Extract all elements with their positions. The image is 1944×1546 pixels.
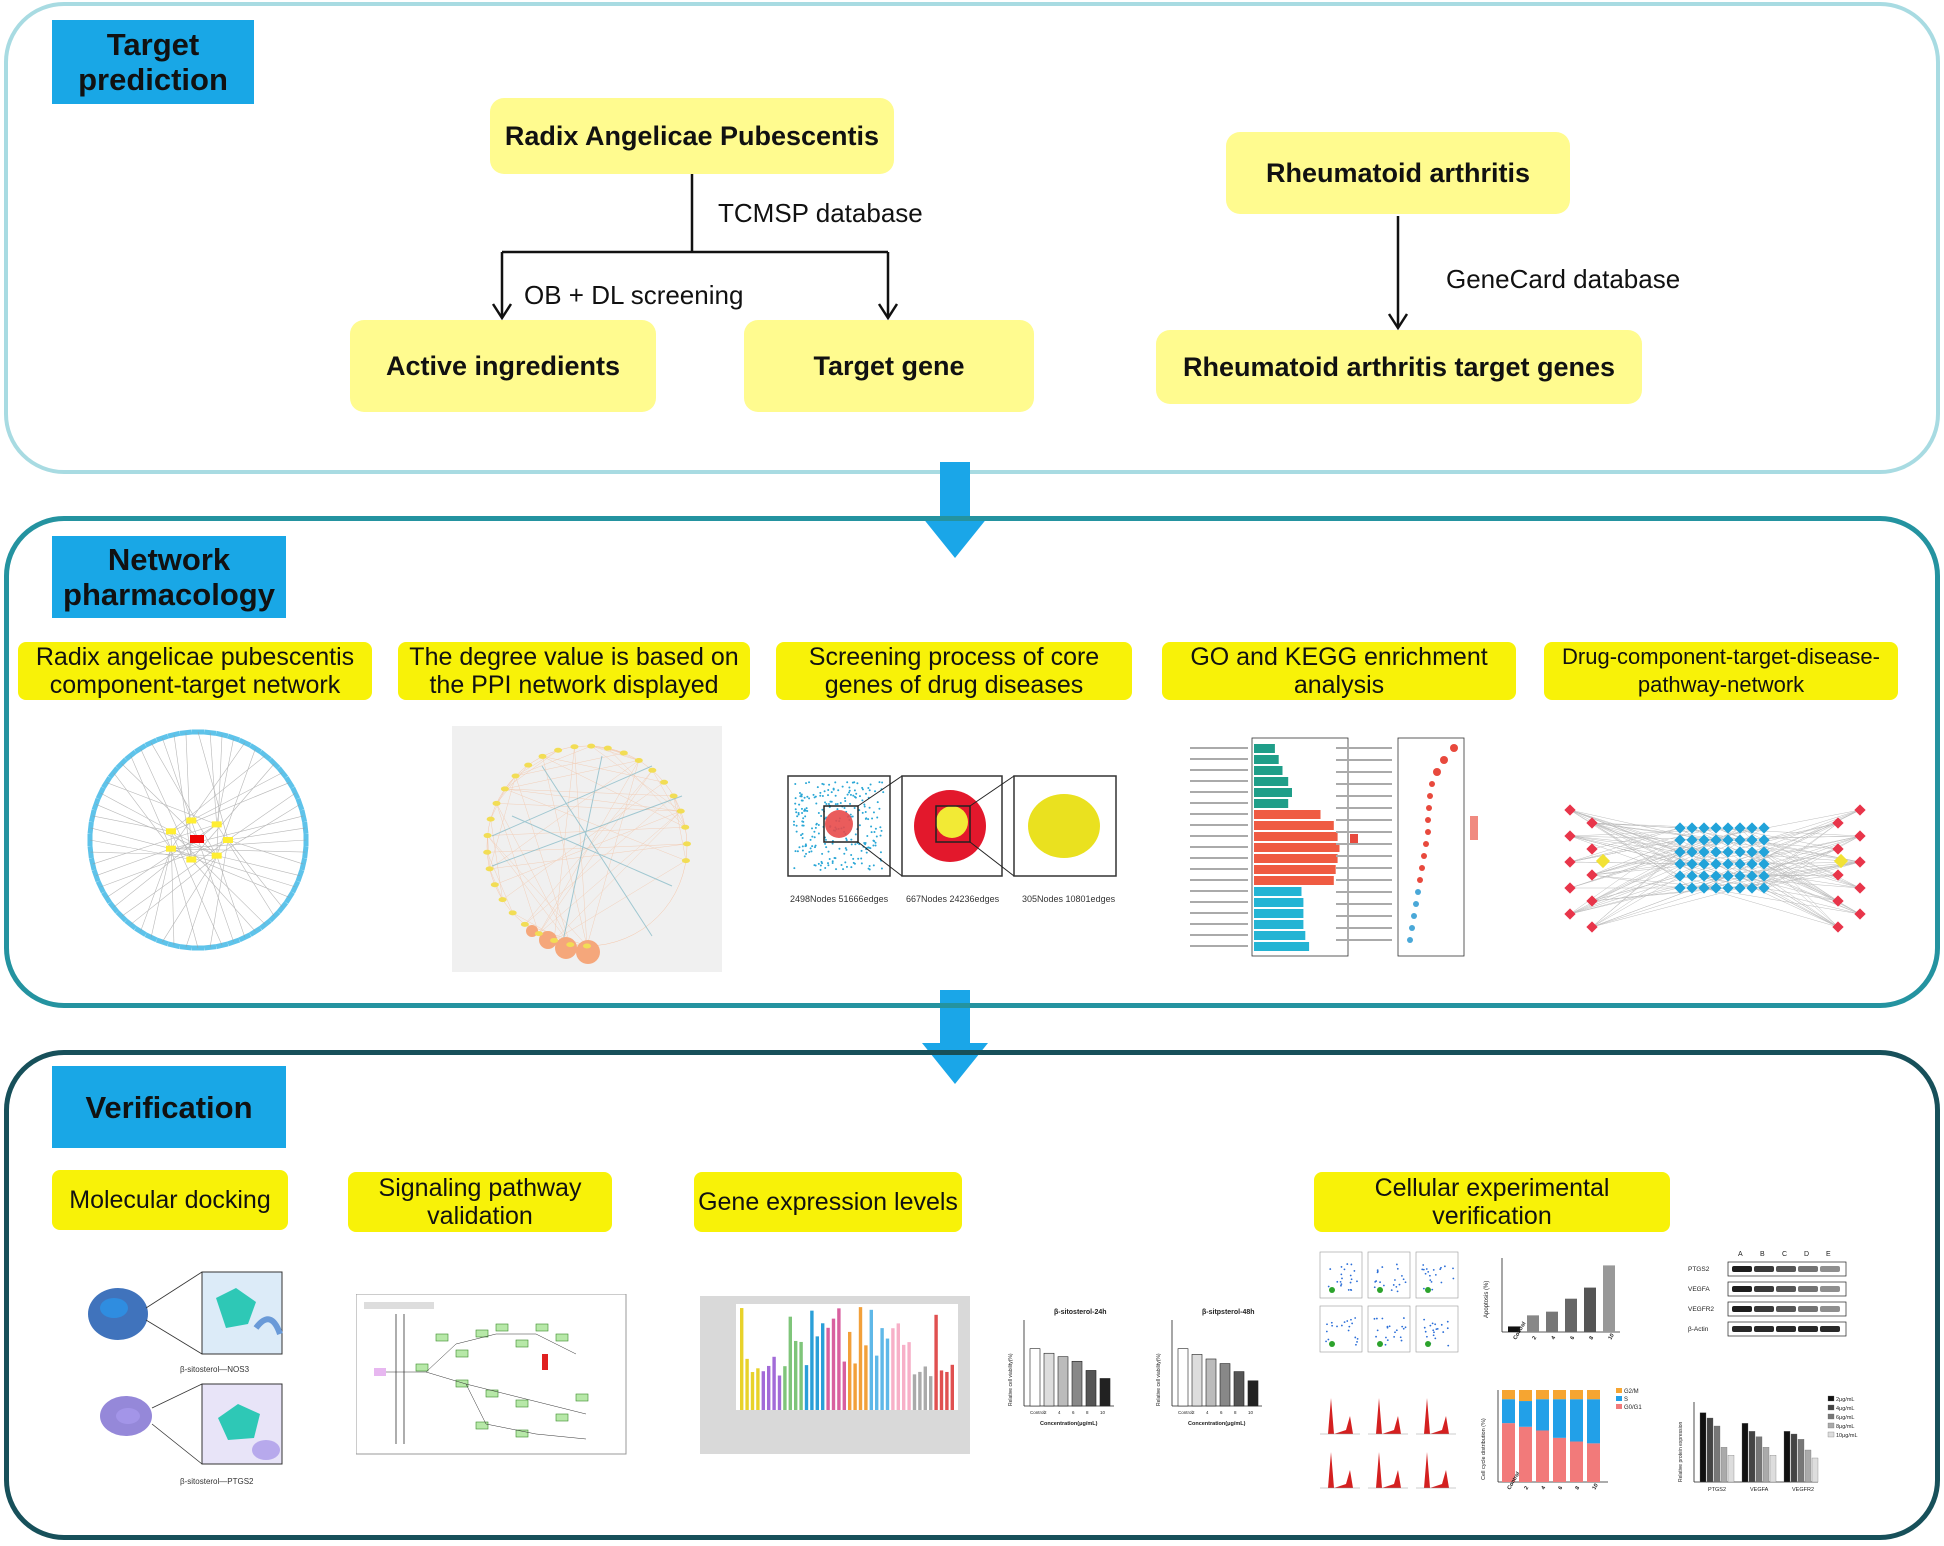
network-pharmacology-panel [4,516,1940,1008]
active-ingredients-box: Active ingredients [350,320,656,412]
svg-text:Concentration(μg/mL): Concentration(μg/mL) [1040,1421,1098,1427]
screen-caption-3: 305Nodes 10801edges [1022,894,1116,904]
svg-text:6: 6 [1570,1335,1577,1341]
screening-label: OB + DL screening [524,280,744,310]
svg-text:2: 2 [1044,1410,1047,1415]
svg-text:8: 8 [1589,1335,1596,1341]
svg-text:A: A [1738,1251,1743,1258]
genecard-label: GeneCard database [1446,264,1681,294]
svg-text:4: 4 [1058,1410,1061,1415]
label-cellular-verification: Cellular experimental verification [1314,1172,1670,1232]
label-go-kegg: GO and KEGG enrichment analysis [1162,642,1516,700]
svg-text:2: 2 [1192,1410,1195,1415]
svg-text:VEGFR2: VEGFR2 [1792,1487,1814,1493]
hub-node [190,835,204,843]
flow-cytometry-image [1319,1251,1459,1353]
core-genes-screening-image: 2498Nodes 51666edges 667Nodes 24236edges… [787,775,1117,904]
label-molecular-docking: Molecular docking [52,1170,288,1230]
tcmsp-label: TCMSP database [718,198,923,228]
svg-text:10: 10 [1608,1333,1616,1341]
svg-text:4: 4 [1206,1410,1209,1415]
svg-text:β-sitpsterol-48h: β-sitpsterol-48h [1202,1309,1255,1316]
molecular-docking-image: β-sitosterol—NOS3 β-sitosterol—PTGS2 [88,1271,283,1486]
svg-text:8μg/mL: 8μg/mL [1836,1424,1854,1430]
network-pharmacology-tag: Network pharmacology [52,536,286,618]
svg-text:PTGS2: PTGS2 [1688,1266,1710,1273]
ppi-network-image [452,726,722,972]
svg-text:10: 10 [1100,1410,1106,1415]
svg-text:VEGFR2: VEGFR2 [1688,1306,1714,1313]
svg-text:6: 6 [1072,1410,1075,1415]
svg-text:D: D [1804,1251,1809,1258]
svg-text:G0/G1: G0/G1 [1624,1405,1642,1411]
svg-text:2: 2 [1524,1485,1531,1491]
gene-expression-image [700,1296,970,1454]
svg-text:VEGFA: VEGFA [1750,1487,1769,1493]
svg-text:Control: Control [1178,1410,1193,1415]
svg-text:10μg/mL: 10μg/mL [1836,1433,1858,1439]
svg-text:Concentration(μg/mL): Concentration(μg/mL) [1188,1421,1246,1427]
ra-targets-box: Rheumatoid arthritis target genes [1156,330,1642,404]
verification-panel [4,1050,1940,1540]
svg-text:G2/M: G2/M [1624,1389,1639,1395]
radix-box: Radix Angelicae Pubescentis [490,98,894,174]
target-prediction-tag: Target prediction [52,20,254,104]
down-arrow-1 [922,462,988,558]
svg-text:6μg/mL: 6μg/mL [1836,1415,1854,1421]
label-ppi-degree: The degree value is based on the PPI net… [398,642,750,700]
svg-text:C: C [1782,1251,1787,1258]
svg-text:β-sitosterol-24h: β-sitosterol-24h [1054,1309,1107,1316]
svg-text:B: B [1760,1251,1765,1258]
label-gene-expression: Gene expression levels [694,1172,962,1232]
verification-tag: Verification [52,1066,286,1148]
label-core-genes-screening: Screening process of core genes of drug … [776,642,1132,700]
svg-text:PTGS2: PTGS2 [1708,1487,1726,1493]
svg-text:6: 6 [1558,1485,1565,1491]
svg-text:8: 8 [1234,1410,1237,1415]
label-drug-pathway-network: Drug-component-target-disease-pathway-ne… [1544,642,1898,700]
svg-text:VEGFA: VEGFA [1688,1286,1710,1293]
svg-text:8: 8 [1086,1410,1089,1415]
target-flow-arrows [491,174,1409,331]
screen-caption-1: 2498Nodes 51666edges [790,894,889,904]
drug-pathway-network-image [1564,804,1866,933]
ra-box: Rheumatoid arthritis [1226,132,1570,214]
svg-text:Relative protein expression: Relative protein expression [1678,1421,1684,1482]
svg-text:6: 6 [1220,1410,1223,1415]
docking-caption-2: β-sitosterol—PTGS2 [180,1477,254,1486]
screen-caption-2: 667Nodes 24236edges [906,894,1000,904]
down-arrow-2 [922,990,988,1084]
component-target-network-image [87,729,309,951]
svg-text:2μg/mL: 2μg/mL [1836,1397,1854,1403]
cell-cycle-histograms [1320,1398,1456,1489]
svg-text:4: 4 [1551,1335,1558,1341]
label-component-target-network: Radix angelicae pubescentis component-ta… [18,642,372,700]
svg-text:Cell cycle distribution (%): Cell cycle distribution (%) [1481,1418,1487,1480]
svg-text:4: 4 [1541,1485,1548,1491]
go-kegg-enrichment-image [1190,737,1478,957]
svg-text:8: 8 [1575,1485,1582,1491]
svg-text:Control: Control [1030,1410,1045,1415]
svg-text:β-Actin: β-Actin [1688,1326,1709,1333]
target-prediction-panel [4,2,1940,474]
svg-text:Apoptosis (%): Apoptosis (%) [1484,1281,1490,1318]
svg-text:S: S [1624,1397,1628,1403]
svg-text:Relative cell viability(%): Relative cell viability(%) [1156,1353,1162,1406]
svg-text:2: 2 [1532,1335,1539,1341]
target-gene-box: Target gene [744,320,1034,412]
svg-text:4μg/mL: 4μg/mL [1836,1406,1854,1412]
docking-caption-1: β-sitosterol—NOS3 [180,1365,250,1374]
svg-text:10: 10 [1592,1483,1600,1491]
svg-text:Relative cell viability(%): Relative cell viability(%) [1008,1353,1014,1406]
label-signaling-pathway: Signaling pathway validation [348,1172,612,1232]
signaling-pathway-image [356,1294,627,1455]
svg-text:E: E [1826,1251,1831,1258]
svg-text:10: 10 [1248,1410,1254,1415]
